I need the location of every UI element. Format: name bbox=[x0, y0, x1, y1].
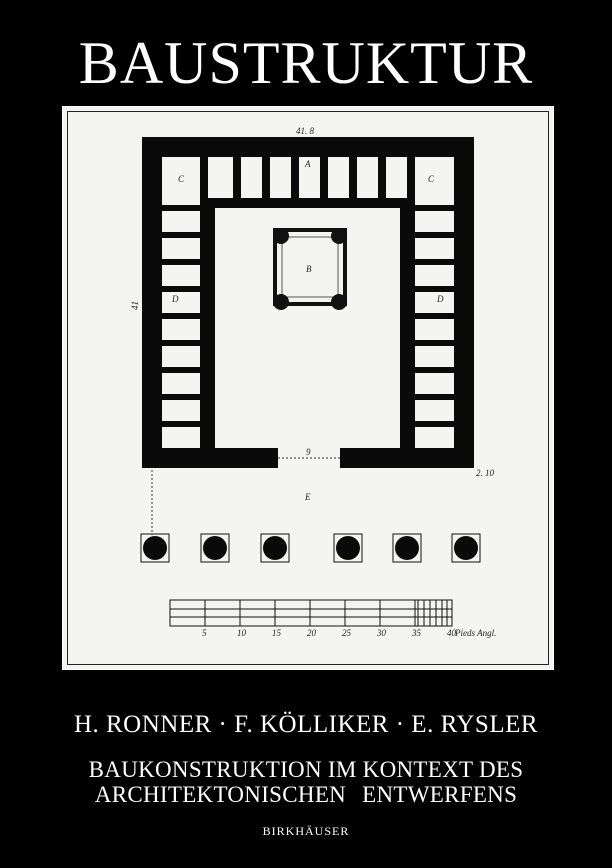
scale-unit: Pieds Angl. bbox=[454, 628, 496, 638]
column bbox=[401, 419, 411, 429]
scale-bar bbox=[169, 599, 453, 627]
wall-right bbox=[454, 137, 474, 467]
room-divider bbox=[162, 340, 202, 346]
column bbox=[401, 365, 411, 375]
wall-bottom-right bbox=[340, 448, 474, 468]
portico-column bbox=[395, 536, 419, 560]
column bbox=[204, 284, 214, 294]
label-c-left: C bbox=[178, 174, 185, 184]
room-divider bbox=[413, 340, 455, 346]
label-d-right: D bbox=[436, 294, 444, 304]
scale-tick-label: 20 bbox=[307, 628, 317, 638]
scale-tick-label: 30 bbox=[376, 628, 387, 638]
label-b: B bbox=[306, 264, 312, 274]
column bbox=[204, 338, 214, 348]
room-divider bbox=[162, 421, 202, 427]
column bbox=[401, 284, 411, 294]
column bbox=[204, 419, 214, 429]
room-divider bbox=[162, 394, 202, 400]
room-divider bbox=[413, 232, 455, 238]
room-divider bbox=[413, 394, 455, 400]
room-divider bbox=[162, 232, 202, 238]
column bbox=[204, 257, 214, 267]
label-e: E bbox=[304, 492, 311, 502]
dim-top: 41. 8 bbox=[296, 126, 315, 136]
column bbox=[204, 311, 214, 321]
column-base bbox=[451, 533, 481, 563]
column-base bbox=[260, 533, 290, 563]
dim-side: 41 bbox=[130, 301, 140, 310]
room-divider bbox=[413, 286, 455, 292]
dim-gap: 9 bbox=[306, 447, 311, 457]
room-divider bbox=[413, 259, 455, 265]
scale-tick-label: 15 bbox=[272, 628, 282, 638]
scale-tick-label: 25 bbox=[342, 628, 352, 638]
room-divider bbox=[162, 286, 202, 292]
column bbox=[401, 230, 411, 240]
inner-wall-top bbox=[200, 198, 415, 208]
column bbox=[204, 392, 214, 402]
column-base bbox=[392, 533, 422, 563]
portico-column bbox=[203, 536, 227, 560]
room-divider bbox=[162, 367, 202, 373]
room-divider bbox=[413, 313, 455, 319]
scale-tick-label: 40 bbox=[447, 628, 457, 638]
column bbox=[204, 203, 214, 213]
subtitle-line-1: BAUKONSTRUKTION IM KONTEXT DES bbox=[88, 757, 524, 782]
label-c-right: C bbox=[428, 174, 435, 184]
authors: H. RONNER · F. KÖLLIKER · E. RYSLER bbox=[73, 711, 539, 738]
room-divider bbox=[413, 367, 455, 373]
wall-top bbox=[142, 137, 474, 157]
column bbox=[401, 203, 411, 213]
room-divider bbox=[162, 259, 202, 265]
portico-column bbox=[143, 536, 167, 560]
label-a: A bbox=[304, 159, 311, 169]
book-title: BAUSTRUKTUR bbox=[78, 30, 534, 96]
room-divider bbox=[413, 421, 455, 427]
column-base bbox=[333, 533, 363, 563]
room-divider bbox=[413, 205, 455, 211]
column bbox=[401, 392, 411, 402]
wall-left bbox=[142, 137, 162, 467]
room-divider bbox=[162, 313, 202, 319]
dim-corner: 2. 10 bbox=[476, 468, 495, 478]
scale-tick-label: 5 bbox=[202, 628, 207, 638]
column-base bbox=[200, 533, 230, 563]
room-divider bbox=[162, 205, 202, 211]
center-pavilion bbox=[273, 228, 347, 310]
column bbox=[204, 365, 214, 375]
portico-column bbox=[263, 536, 287, 560]
subtitle-line-2: ARCHITEKTONISCHEN ENTWERFENS bbox=[94, 782, 518, 807]
publisher: BIRKHÄUSER bbox=[262, 824, 350, 838]
scale-tick-label: 35 bbox=[411, 628, 422, 638]
portico-column bbox=[336, 536, 360, 560]
column bbox=[401, 257, 411, 267]
portico-column bbox=[454, 536, 478, 560]
column bbox=[401, 311, 411, 321]
scale-tick-label: 10 bbox=[237, 628, 247, 638]
column-base bbox=[140, 533, 170, 563]
column bbox=[204, 230, 214, 240]
column bbox=[401, 338, 411, 348]
label-d-left: D bbox=[171, 294, 179, 304]
wall-bottom-left bbox=[142, 448, 278, 468]
